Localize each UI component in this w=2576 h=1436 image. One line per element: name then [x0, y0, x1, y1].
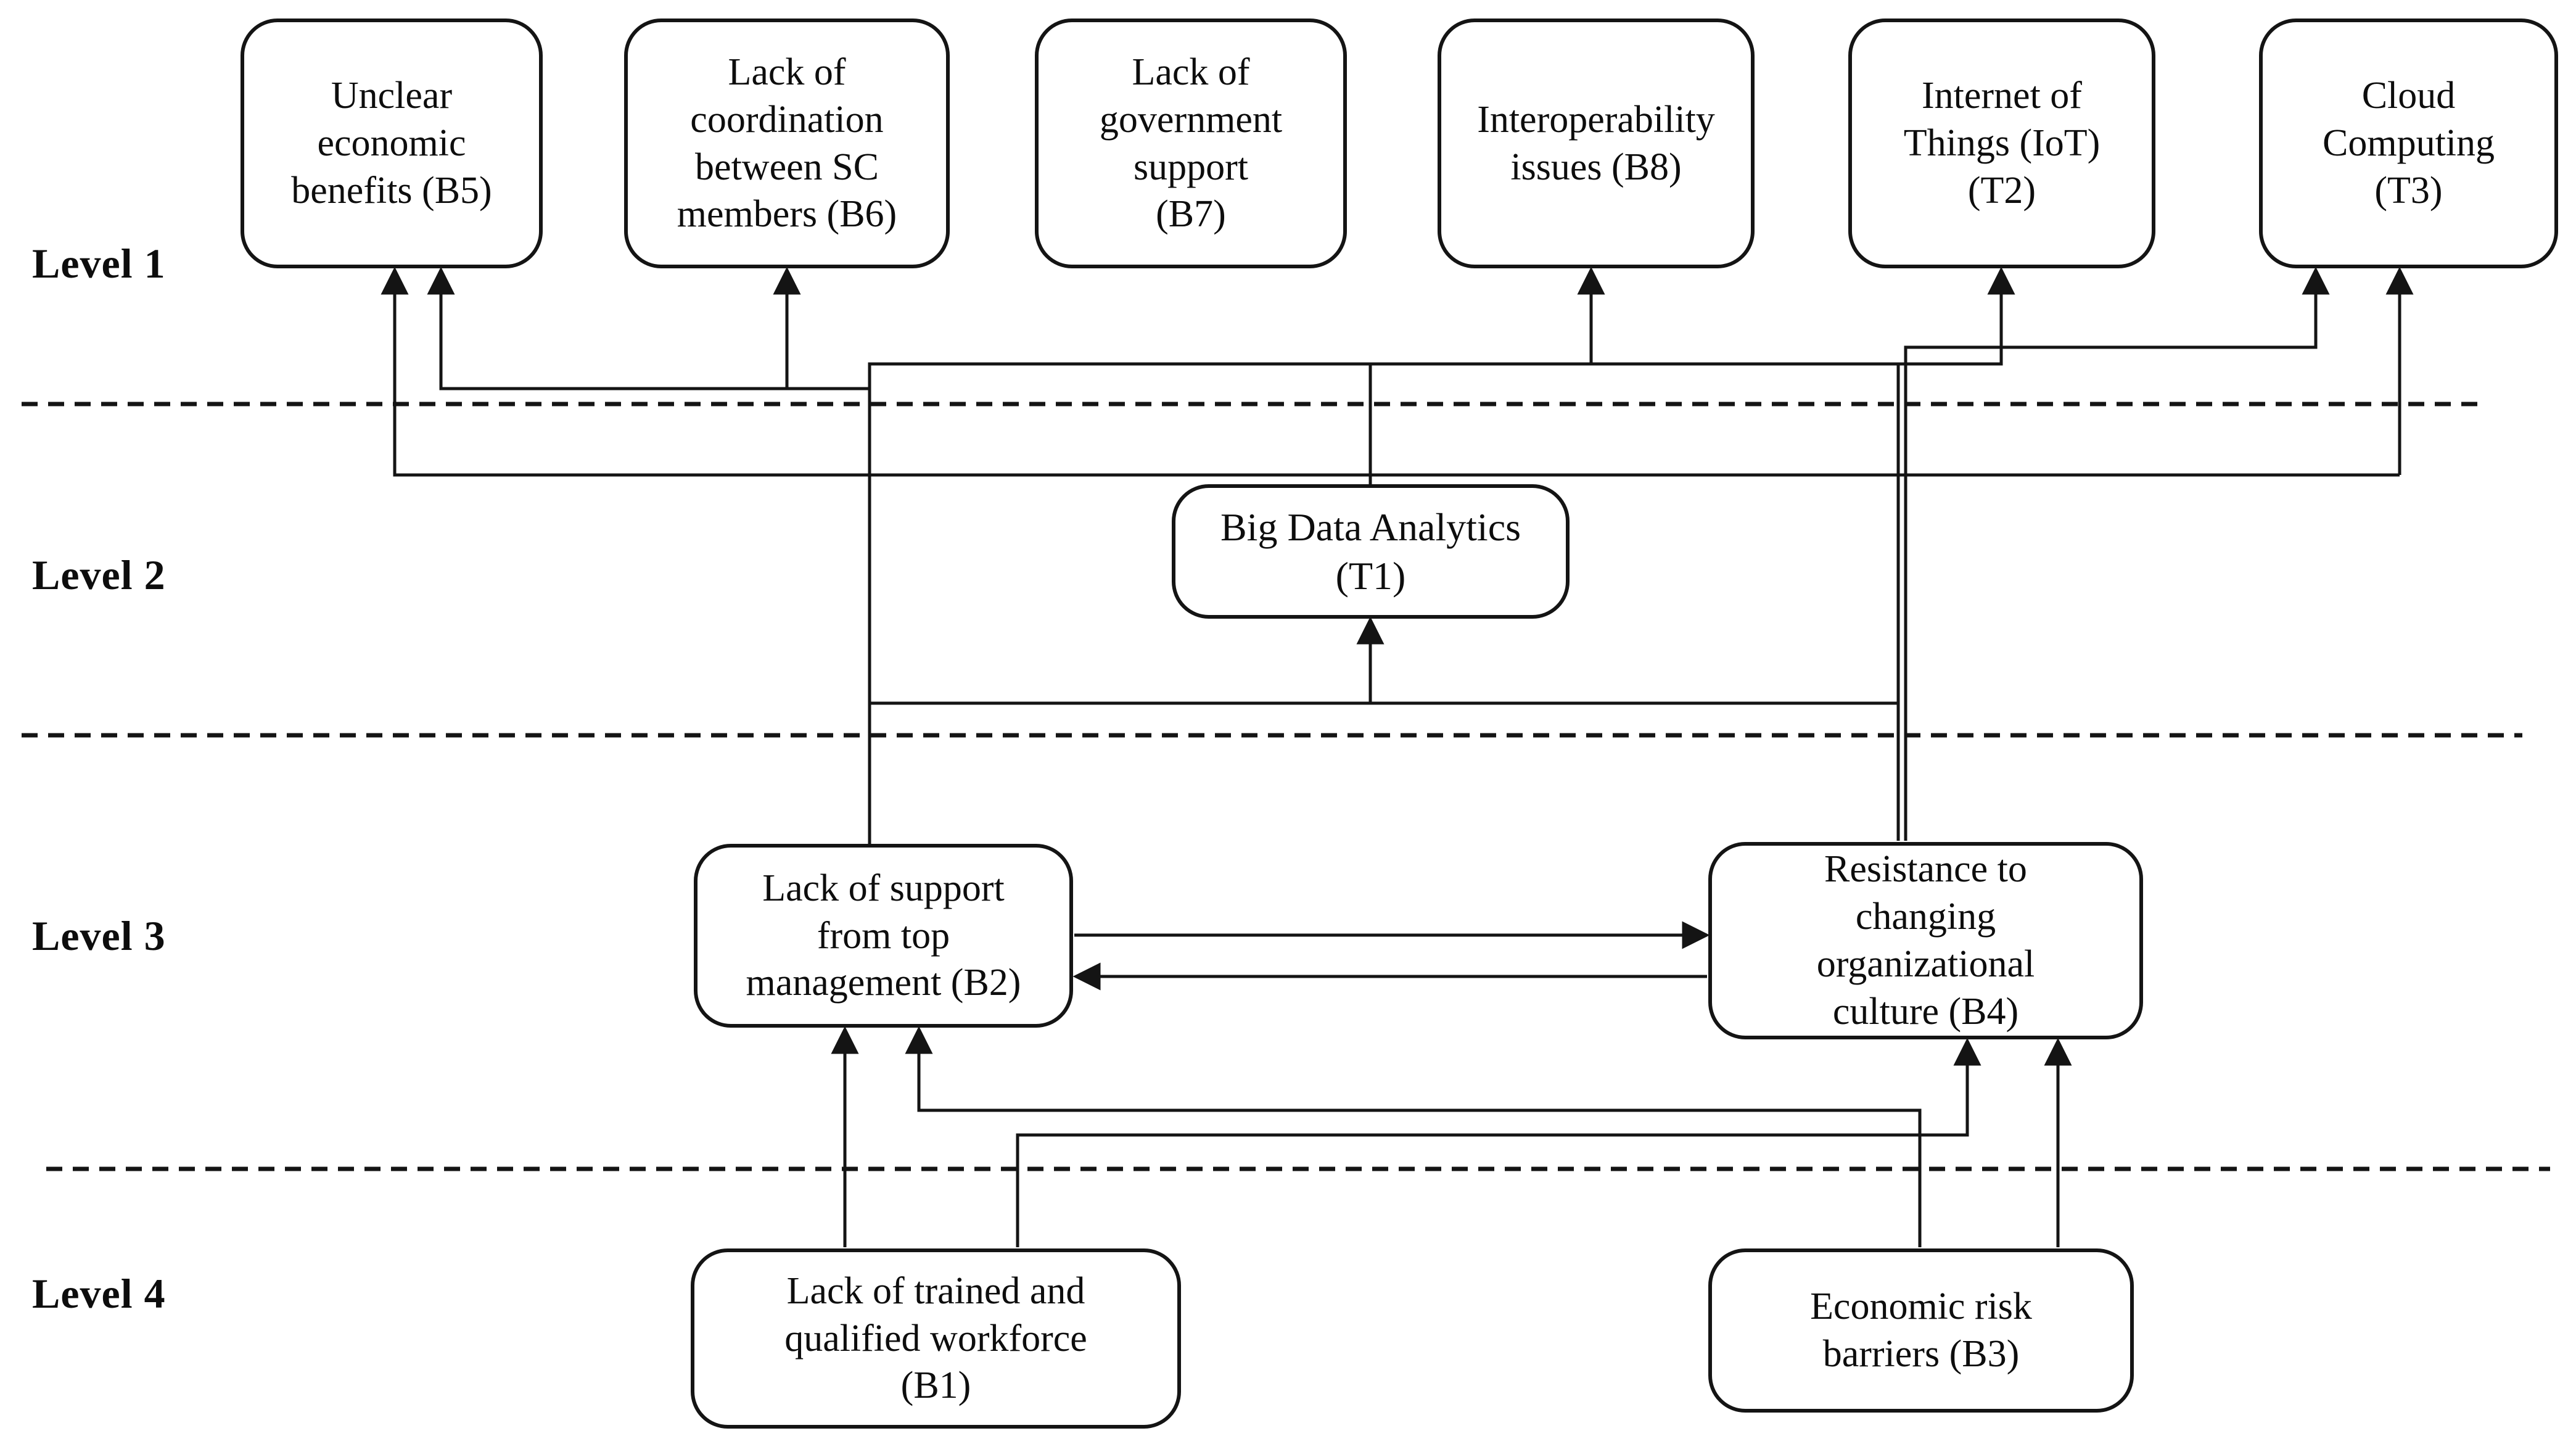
node-resistance-to-culture-change-B4: Resistance to changing organizational cu… [1708, 842, 2143, 1039]
edge-B3-to-B2 [905, 1026, 1922, 1247]
edge-long-rail-to-B5-left [381, 266, 2400, 477]
node-interoperability-issues-B8: Interoperability issues (B8) [1438, 19, 1755, 268]
node-lack-of-top-management-support-B2: Lack of support from top management (B2) [694, 844, 1073, 1028]
node-lack-of-trained-workforce-B1: Lack of trained and qualified workforce … [691, 1248, 1181, 1429]
node-cloud-computing-T3: Cloud Computing (T3) [2259, 19, 2558, 268]
edge-b4-trunk-to-T3-left [1904, 266, 2330, 841]
node-unclear-economic-benefits-B5: Unclear economic benefits (B5) [241, 19, 543, 268]
edge-b2-trunk-to-T2 [868, 266, 2015, 845]
node-economic-risk-barriers-B3: Economic risk barriers (B3) [1708, 1248, 2134, 1413]
edge-rail-to-B5-right [427, 266, 870, 390]
level-1-label: Level 1 [32, 240, 166, 287]
level-2-label: Level 2 [32, 551, 166, 598]
node-internet-of-things-T2: Internet of Things (IoT) (T2) [1848, 19, 2155, 268]
level-3-label: Level 3 [32, 912, 166, 959]
node-lack-of-government-support-B7: Lack of government support (B7) [1035, 19, 1347, 268]
edge-B1-to-B4 [1016, 1038, 1981, 1247]
node-big-data-analytics-T1: Big Data Analytics (T1) [1172, 484, 1570, 619]
level-4-label: Level 4 [32, 1270, 166, 1317]
node-lack-of-coordination-B6: Lack of coordination between SC members … [624, 19, 950, 268]
